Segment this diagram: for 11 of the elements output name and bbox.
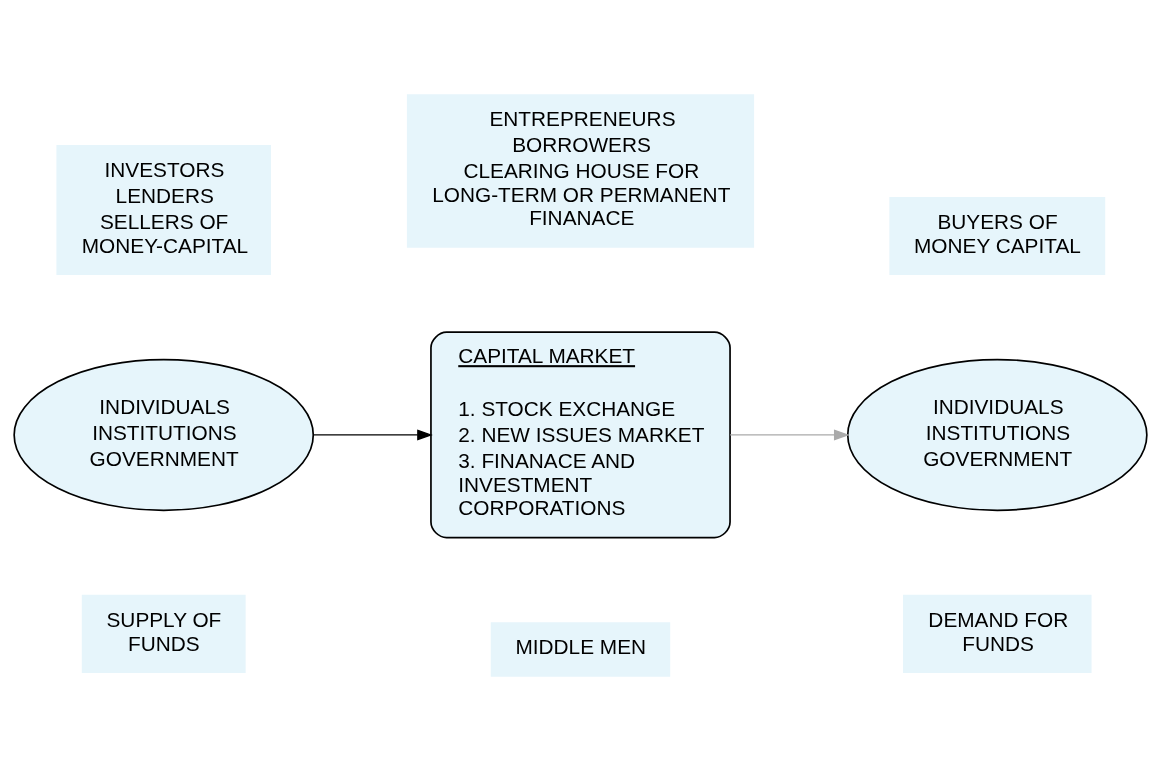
node-ellipse: INDIVIDUALS INSTITUTIONS GOVERNMENT bbox=[13, 358, 315, 511]
node-box: INVESTORS LENDERS SELLERS OF MONEY-CAPITAL bbox=[56, 144, 271, 275]
node-box: MIDDLE MEN bbox=[490, 621, 671, 677]
arrow bbox=[312, 428, 433, 440]
arrow bbox=[729, 428, 850, 440]
node-box: ENTREPRENEURS BORROWERS CLEARING HOUSE FOR LONG-TERM OR PERMANENT FINANACE bbox=[406, 93, 755, 248]
node-box: CAPITAL MARKET 1. STOCK EXCHANGE 2. NEW ISSUES MARKET 3. FINANACE AND INVESTMENT CORPORATIONS bbox=[430, 330, 731, 538]
node-box: BUYERS OF MONEY CAPITAL bbox=[889, 196, 1106, 275]
node-box: SUPPLY OF FUNDS bbox=[81, 594, 246, 673]
node-ellipse: INDIVIDUALS INSTITUTIONS GOVERNMENT bbox=[846, 358, 1148, 511]
node-box: DEMAND FOR FUNDS bbox=[903, 594, 1092, 673]
